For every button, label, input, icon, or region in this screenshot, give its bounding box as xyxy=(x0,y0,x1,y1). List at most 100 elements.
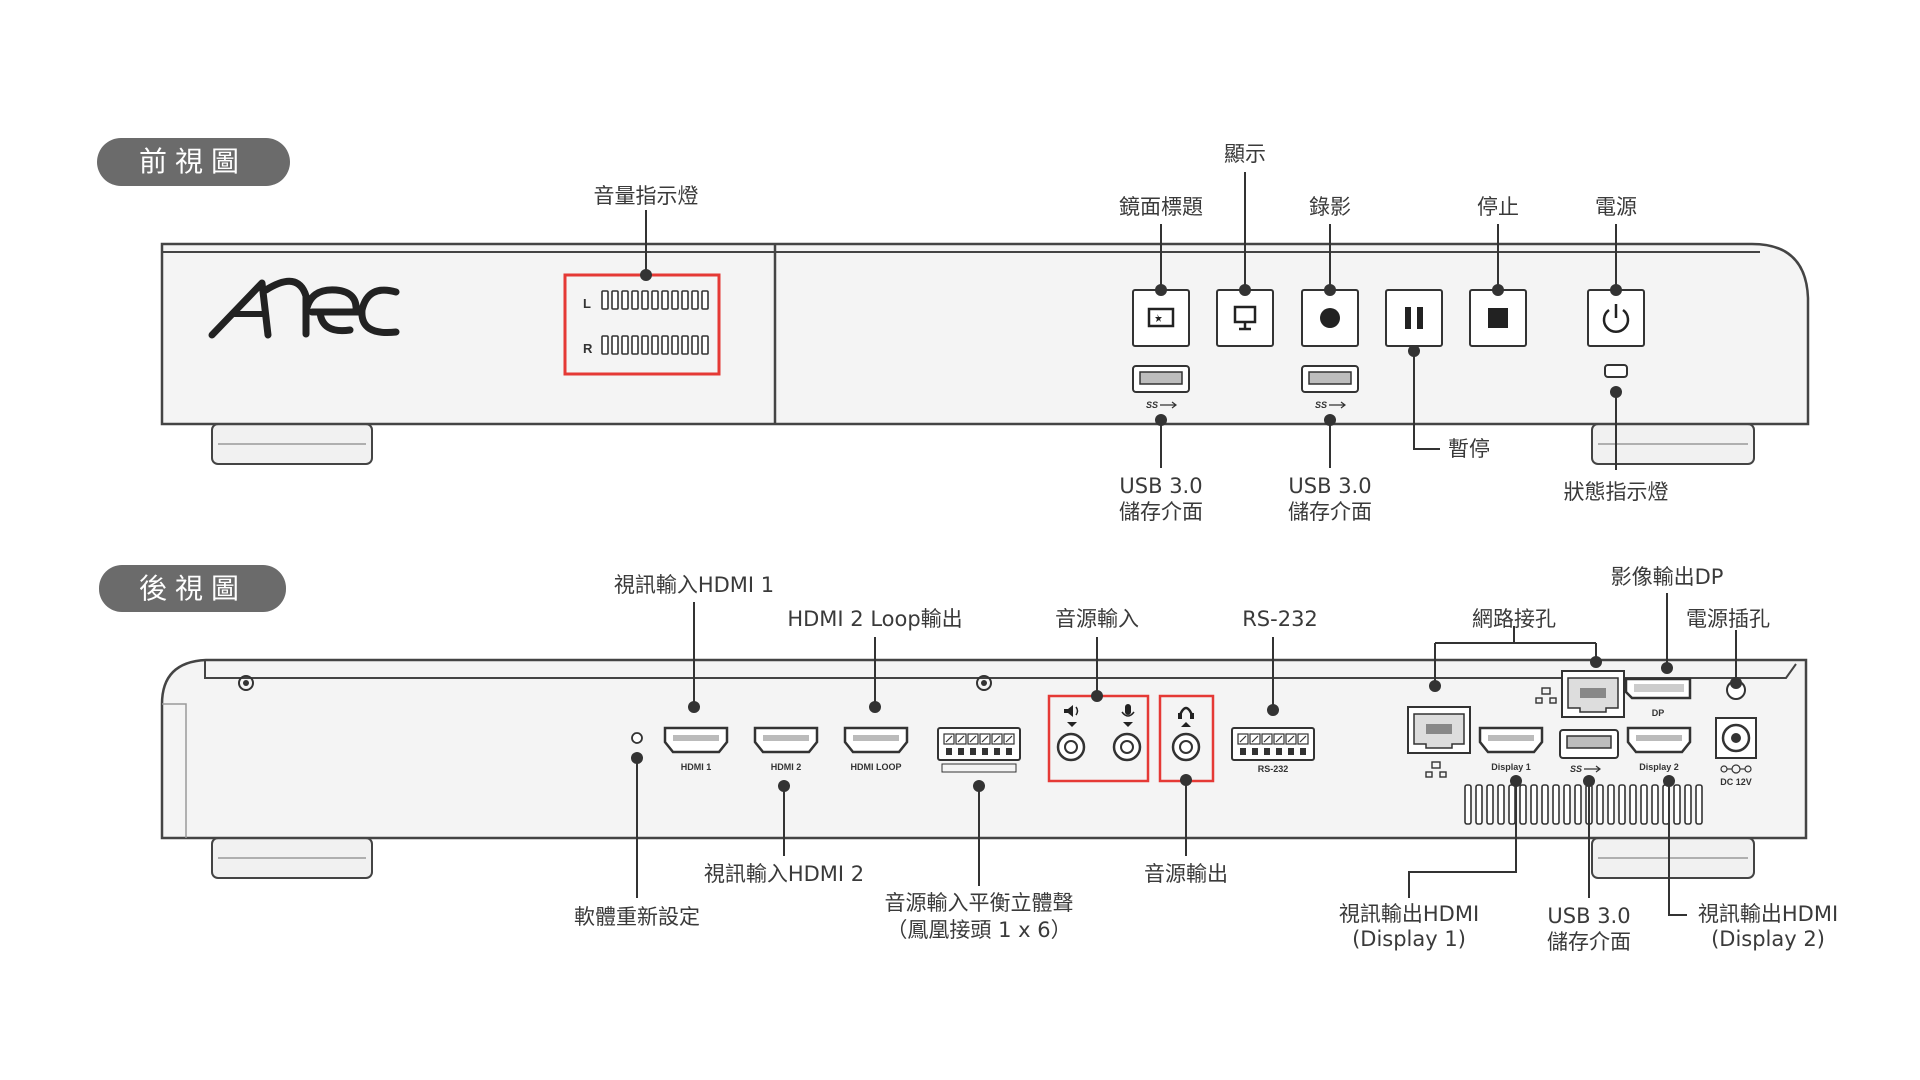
vent-slot xyxy=(1684,784,1692,825)
speaker-icon xyxy=(1064,705,1079,727)
headphone-icon xyxy=(1178,706,1194,727)
label-hdmi-out-display2-1: 視訊輸出HDMI xyxy=(1698,902,1838,926)
label-audio-in: 音源輸入 xyxy=(1055,607,1139,631)
label-status-indicator: 狀態指示燈 xyxy=(1564,480,1669,504)
phoenix-audio-connector[interactable] xyxy=(937,727,1021,773)
vu-segment xyxy=(671,335,679,355)
vu-segment xyxy=(651,335,659,355)
vent-slot xyxy=(1464,784,1472,825)
dc-polarity-icon xyxy=(1720,764,1752,774)
pause-button[interactable] xyxy=(1385,289,1443,347)
mic-in-jack[interactable] xyxy=(1112,732,1142,762)
label-record: 錄影 xyxy=(1309,195,1351,219)
vu-segment xyxy=(661,290,669,310)
label-usb-left-2: 儲存介面 xyxy=(1119,500,1203,524)
front-usb-port-2[interactable]: SS xyxy=(1301,365,1359,410)
vu-segment xyxy=(651,290,659,310)
hdmi1-input-port[interactable]: HDMI 1 xyxy=(663,726,729,772)
vu-segment xyxy=(621,290,629,310)
label-rear-usb-2: 儲存介面 xyxy=(1547,930,1631,954)
label-hdmi2-loop-out: HDMI 2 Loop輸出 xyxy=(787,607,962,631)
terminal-slot xyxy=(994,748,1000,755)
vent-slot xyxy=(1486,784,1494,825)
port-caption: Display 2 xyxy=(1639,762,1679,772)
port-caption: HDMI 1 xyxy=(681,762,712,772)
ethernet-port-2[interactable] xyxy=(1561,670,1625,718)
label-mirror-title: 鏡面標題 xyxy=(1119,195,1203,219)
vu-segment xyxy=(701,335,709,355)
pause-icon xyxy=(1405,307,1411,329)
mirror-title-icon xyxy=(1147,307,1175,328)
firmware-reset-pinhole[interactable] xyxy=(631,732,643,744)
display-button[interactable] xyxy=(1216,289,1274,347)
terminal-slot xyxy=(1288,748,1294,755)
terminal-slot xyxy=(1006,748,1012,755)
vent-slot xyxy=(1519,784,1527,825)
vu-segment xyxy=(631,290,639,310)
caption-rs232: RS-232 xyxy=(1258,764,1289,774)
usb-ss-logo: SS xyxy=(1146,400,1158,410)
front-usb-port-1[interactable]: SS xyxy=(1132,365,1190,410)
record-button[interactable] xyxy=(1301,289,1359,347)
vent-slot xyxy=(1574,784,1582,825)
displayport-output[interactable]: DP xyxy=(1624,677,1692,718)
label-usb-left-1: USB 3.0 xyxy=(1119,474,1202,498)
hdmi2-input-port[interactable]: HDMI 2 xyxy=(753,726,819,772)
rear-feet xyxy=(211,837,1755,879)
terminal-slot xyxy=(958,748,964,755)
vu-segment xyxy=(641,290,649,310)
vu-segment xyxy=(621,335,629,355)
vent-slot xyxy=(1552,784,1560,825)
front-section-badge: 前視圖 xyxy=(97,138,290,186)
label-balanced-audio-1: 音源輸入平衡立體聲 xyxy=(885,891,1074,915)
rs232-connector[interactable]: RS-232 xyxy=(1231,727,1315,774)
label-pause: 暫停 xyxy=(1448,437,1490,461)
front-section-title: 前視圖 xyxy=(139,145,247,178)
label-audio-out: 音源輸出 xyxy=(1144,862,1228,886)
hdmi-display2-output-port[interactable]: Display 2 xyxy=(1626,726,1692,772)
label-dp-out: 影像輸出DP xyxy=(1611,565,1724,589)
label-rs232: RS-232 xyxy=(1242,607,1318,631)
label-hdmi2-in: 視訊輸入HDMI 2 xyxy=(704,862,864,886)
rear-section-badge: 後視圖 xyxy=(99,565,286,612)
ethernet-icon xyxy=(1425,761,1447,778)
vu-bars xyxy=(601,290,709,355)
terminal-slot xyxy=(1240,748,1246,755)
caption-dp: DP xyxy=(1652,708,1665,718)
volume-indicator-panel: L R xyxy=(563,273,721,376)
record-icon xyxy=(1320,308,1340,328)
rear-usb-port[interactable]: SS xyxy=(1559,729,1619,774)
audio-out-jack[interactable] xyxy=(1171,732,1201,762)
label-usb-right-2: 儲存介面 xyxy=(1288,500,1372,524)
ethernet-icon xyxy=(1535,687,1557,704)
line-in-jack[interactable] xyxy=(1056,732,1086,762)
vent-slot xyxy=(1530,784,1538,825)
label-volume-indicator: 音量指示燈 xyxy=(594,184,699,208)
vu-segment xyxy=(601,335,609,355)
terminal-slot xyxy=(982,748,988,755)
front-feet xyxy=(211,423,1755,465)
status-led xyxy=(1604,364,1628,378)
dc-power-jack[interactable]: DC 12V xyxy=(1715,680,1757,787)
usb-ss-logo: SS xyxy=(1570,764,1582,774)
ethernet-port-1[interactable] xyxy=(1407,706,1471,754)
vu-right-label: R xyxy=(583,341,593,356)
vent-slot xyxy=(1695,784,1703,825)
power-button[interactable] xyxy=(1587,289,1645,347)
port-caption: HDMI 2 xyxy=(771,762,802,772)
arec-logo xyxy=(208,277,400,339)
vent-slot xyxy=(1651,784,1659,825)
mirror-title-button[interactable] xyxy=(1132,289,1190,347)
label-balanced-audio-2: （鳳凰接頭 1 x 6） xyxy=(886,918,1071,942)
label-hdmi-out-display1-1: 視訊輸出HDMI xyxy=(1339,902,1479,926)
label-display: 顯示 xyxy=(1224,142,1266,166)
front-chassis xyxy=(160,242,1810,426)
hdmi-loop-output-port[interactable]: HDMI LOOP xyxy=(843,726,909,772)
hdmi-display1-output-port[interactable]: Display 1 xyxy=(1478,726,1544,772)
label-firmware-reset: 軟體重新設定 xyxy=(574,905,700,929)
stop-button[interactable] xyxy=(1469,289,1527,347)
vu-segment xyxy=(681,335,689,355)
terminal-slot xyxy=(1264,748,1270,755)
caption-dc: DC 12V xyxy=(1720,777,1752,787)
stop-icon xyxy=(1488,308,1508,328)
